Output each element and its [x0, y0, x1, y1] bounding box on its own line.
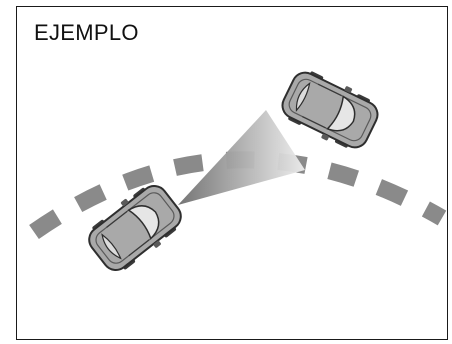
leading-car [276, 64, 384, 156]
